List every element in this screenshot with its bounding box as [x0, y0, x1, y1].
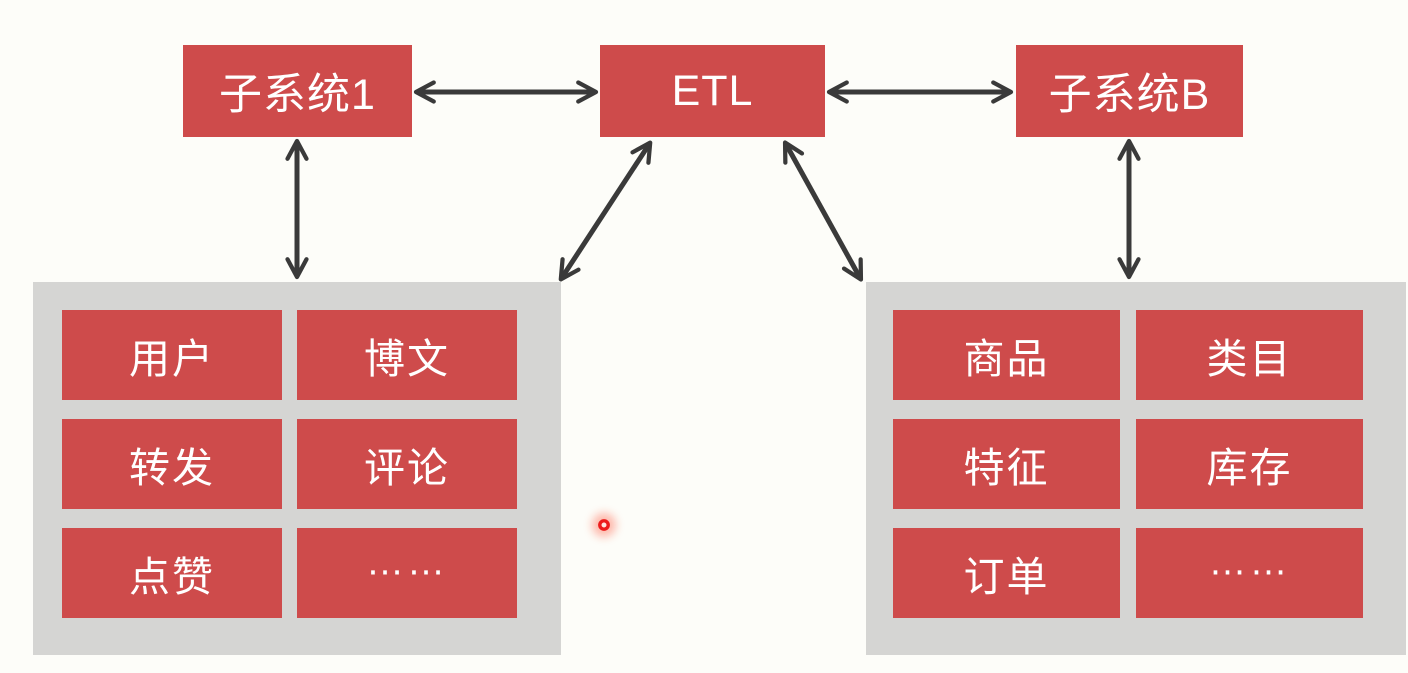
entity-box-inventory: 库存 — [1136, 419, 1363, 509]
node-subsystemB: 子系统B — [1016, 45, 1243, 137]
entity-box-reposts: 转发 — [62, 419, 282, 509]
left-data-store: 用户 博文 转发 评论 点赞 …… — [33, 282, 561, 655]
entity-box-categories: 类目 — [1136, 310, 1363, 400]
ellipsis-label: …… — [1208, 540, 1291, 583]
entity-box-users: 用户 — [62, 310, 282, 400]
entity-box-posts: 博文 — [297, 310, 517, 400]
ellipsis-label: …… — [366, 540, 448, 583]
entity-box-features: 特征 — [893, 419, 1120, 509]
node-subsystem1: 子系统1 — [183, 45, 412, 137]
entity-box-ellipsis: …… — [1136, 528, 1363, 618]
arrow-etl-left-store — [558, 140, 653, 282]
entity-box-comments: 评论 — [297, 419, 517, 509]
right-data-store: 商品 类目 特征 库存 订单 …… — [866, 282, 1406, 655]
entity-box-ellipsis: …… — [297, 528, 517, 618]
entity-box-orders: 订单 — [893, 528, 1120, 618]
entity-box-likes: 点赞 — [62, 528, 282, 618]
node-etl: ETL — [600, 45, 825, 137]
laser-pointer-dot — [592, 513, 616, 537]
arrow-etl-right-store — [782, 140, 864, 282]
entity-box-products: 商品 — [893, 310, 1120, 400]
